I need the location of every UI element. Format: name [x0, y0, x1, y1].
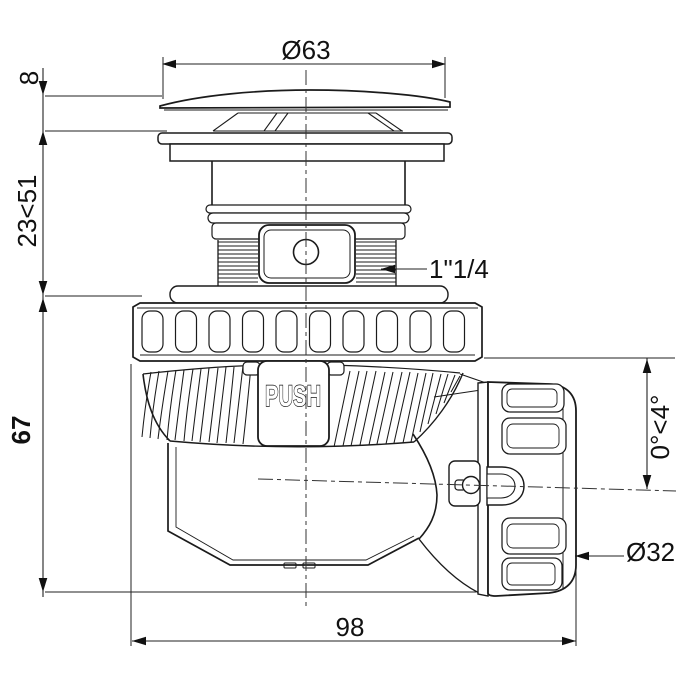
- dim-adjustable-height-label: 23<51: [12, 174, 42, 247]
- dim-body-height-label: 67: [6, 416, 36, 445]
- knurled-nut: [132, 285, 483, 362]
- dim-outlet-angle-label: 0°<4°: [645, 395, 675, 460]
- dim-outlet-diameter-label: Ø32: [626, 537, 675, 567]
- washer: [169, 285, 449, 304]
- length98-extension-lines: [130, 364, 577, 646]
- cup-notch: [302, 562, 316, 569]
- cup-notch: [283, 562, 297, 569]
- dim-cap-height-label: 8: [14, 71, 44, 85]
- arrow-cap-height-top: [38, 81, 48, 95]
- arrow-body-height-top: [38, 298, 48, 312]
- arrow-dia63-right: [432, 59, 446, 69]
- arrow-dia32: [575, 551, 589, 561]
- arrow-dia63-left: [162, 59, 176, 69]
- top-flange: [157, 132, 453, 162]
- thread-lines: [218, 241, 396, 287]
- dim-overall-length-label: 98: [336, 612, 365, 642]
- knurl-ribs: [141, 310, 466, 353]
- outlet-cone-top: [433, 373, 487, 398]
- dim-thread-size-label: 1"1/4: [429, 254, 489, 284]
- push-label: PUSH: [265, 380, 321, 413]
- dimension-arrowheads: [38, 59, 652, 646]
- dim-cap-diameter-label: Ø63: [281, 35, 330, 65]
- trap-cup: [167, 433, 438, 569]
- outlet-nut-grooves: [501, 383, 567, 591]
- centerlines: [257, 70, 677, 608]
- arrow-cap-height-bottom: [38, 131, 48, 145]
- thread-section: [217, 240, 397, 290]
- arrow-body-height-bottom: [38, 578, 48, 592]
- outlet-axis-centerline: [257, 478, 677, 492]
- push-tab: [242, 360, 345, 447]
- arrow-length98-right: [562, 636, 576, 646]
- arrow-angle-bottom: [642, 475, 652, 489]
- cap-underside-detail: [212, 112, 403, 132]
- outlet-cone-bottom: [418, 538, 480, 594]
- arrow-adjustable-bottom: [38, 281, 48, 295]
- dome-ribs-right: [333, 370, 461, 448]
- locknut-plate: [258, 224, 356, 284]
- outlet-flange: [477, 381, 489, 597]
- arrow-length98-left: [132, 636, 146, 646]
- arrow-thread: [381, 264, 395, 274]
- dome-ribs-left: [141, 365, 252, 445]
- body-outlet-transition: [412, 433, 438, 540]
- left-extension-lines: [45, 95, 476, 593]
- arrow-angle-top: [642, 359, 652, 373]
